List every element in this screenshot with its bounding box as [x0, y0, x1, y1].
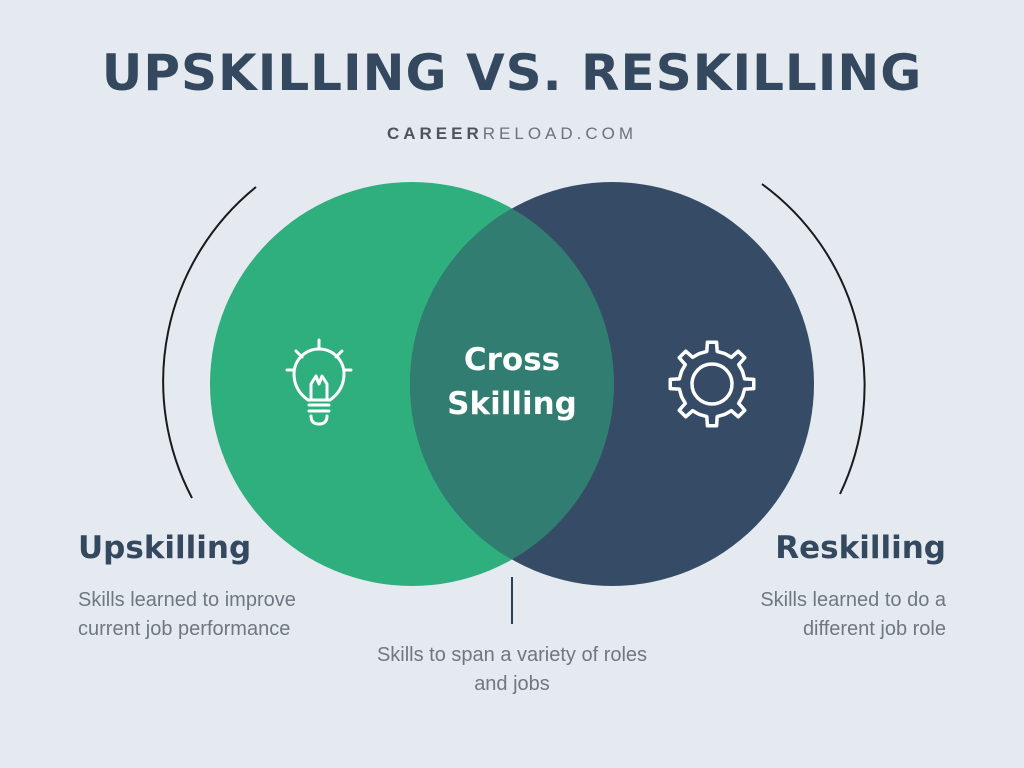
brand-light: RELOAD.COM	[482, 124, 638, 143]
reskilling-description: Skills learned to do a different job rol…	[760, 589, 946, 640]
right-arc	[761, 183, 866, 495]
brand-bold: CAREER	[386, 124, 483, 143]
page-title: UPSKILLING VS. RESKILLING	[101, 44, 923, 102]
cross-skilling-description: Skills to span a variety of roles and jo…	[376, 644, 648, 695]
gear-icon	[668, 340, 756, 428]
cross-label-line1: Cross	[463, 342, 561, 378]
left-arc	[162, 186, 257, 499]
brand-label: CAREERRELOAD.COM	[0, 124, 1024, 144]
cross-skilling-overlap	[410, 182, 614, 586]
cross-label-line2: Skilling	[447, 386, 577, 422]
upskilling-description: Skills learned to improve current job pe…	[78, 589, 296, 640]
lightbulb-icon	[285, 338, 353, 426]
reskilling-title: Reskilling	[775, 530, 946, 566]
upskilling-title: Upskilling	[78, 530, 252, 566]
